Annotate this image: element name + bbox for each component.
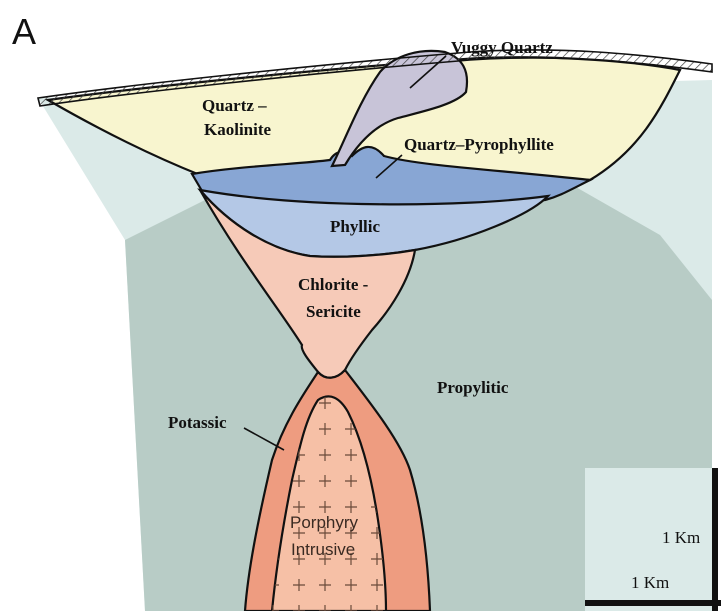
label-chlorite-sericite-2: Sericite [306, 302, 361, 321]
label-quartz-kaolinite-1: Quartz – [202, 96, 267, 115]
label-quartz-kaolinite-2: Kaolinite [204, 120, 272, 139]
ground-surface-hatch [37, 49, 713, 107]
label-porphyry-1: Porphyry [290, 513, 359, 532]
label-porphyry-2: Intrusive [291, 540, 355, 559]
scale-horizontal-label: 1 Km [631, 573, 669, 592]
label-chlorite-sericite-1: Chlorite - [298, 275, 369, 294]
porphyry-plus-pattern [272, 396, 386, 611]
chlorite-sericite-zone [199, 189, 417, 379]
potassic-leader [243, 427, 285, 451]
label-potassic: Potassic [168, 413, 227, 432]
scale-vertical-label: 1 Km [662, 528, 700, 547]
label-phyllic: Phyllic [330, 217, 381, 236]
vuggy-quartz-zone [330, 49, 469, 168]
scale-bar-horizontal [585, 600, 721, 606]
label-propylitic: Propylitic [437, 378, 509, 397]
vuggy-quartz-leader [409, 55, 447, 89]
quartz-pyrophyllite-leader [375, 154, 403, 179]
scale-bar-vertical [712, 468, 718, 611]
panel-letter: A [12, 11, 36, 52]
label-quartz-pyrophyllite: Quartz–Pyrophyllite [404, 135, 554, 154]
label-vuggy-quartz: Vuggy Quartz [451, 38, 553, 57]
